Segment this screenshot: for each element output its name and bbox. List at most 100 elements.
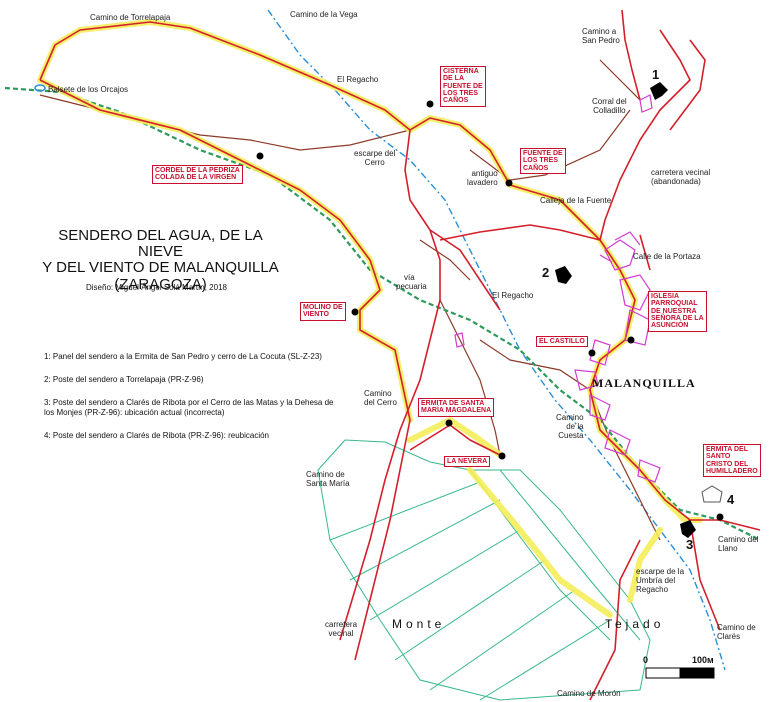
poi-text: CORDEL DE LA PEDRIZA (155, 167, 240, 174)
poi-dots (256, 100, 724, 521)
legend-item-3: 3: Poste del sendero a Clarés de Ribota … (44, 398, 334, 417)
marker-2: 2 (542, 265, 550, 280)
label-line: Camino de (717, 623, 756, 632)
poi-text: HUMILLADERO (706, 468, 758, 476)
label-line: Umbría del (636, 575, 676, 585)
author-credit: Diseño: Miguel Ángel Solá Martín, 2018 (86, 283, 227, 292)
poi-text: LOS TRES (443, 90, 479, 98)
title-line-3: (ZARAGOZA) (114, 275, 207, 293)
el-regacho-stream (267, 9, 726, 671)
label-line: carretera (325, 620, 358, 629)
label-line: Corral del (592, 97, 627, 106)
label-antiguo-lavadero: antiguo lavadero (467, 169, 498, 188)
label-calle-portaza: Calle de la Portaza (633, 252, 701, 261)
label-line: de la (566, 421, 584, 431)
label-camino-santa-maria: Camino de Santa María (306, 470, 350, 489)
label-camino-cuesta: Camino de la Cuesta (556, 413, 584, 440)
poi-text: MARÍA MAGDALENA (421, 407, 492, 415)
poi-text: DE LA (443, 75, 464, 83)
area-label-monte: Monte (392, 617, 446, 631)
poi-text: SEÑORA DE LA (651, 315, 704, 323)
poi-text: LA NEVERA (447, 458, 488, 465)
label-line: Regacho (636, 584, 669, 594)
marker-3: 3 (686, 537, 694, 552)
label-via-pecuaria: vía pecuaria (396, 273, 427, 292)
poi-molino: MOLINO DE VIENTO (300, 302, 346, 321)
label-escarpe-umbria: escarpe de la Umbría del Regacho (636, 567, 684, 594)
balsete-pond (34, 84, 46, 92)
label-line: Camino de (306, 470, 345, 479)
humilladero-icon (701, 485, 723, 503)
scale-bar (645, 667, 715, 679)
poi-fuente-tres-canos: FUENTE DE LOS TRES CAÑOS (520, 148, 566, 175)
label-line: Camino (556, 413, 584, 422)
label-line: Cuesta (558, 430, 584, 440)
poi-text: MOLINO DE (303, 304, 343, 311)
town-name: MALANQUILLA (592, 376, 696, 390)
label-line: Llano (718, 543, 738, 553)
poi-text: FUENTE DE (443, 82, 483, 90)
field-parcels (317, 439, 651, 701)
poi-text: CRISTO DEL (706, 460, 749, 468)
label-carretera-vecinal: carretera vecinal (325, 620, 358, 639)
label-line: Camino del (718, 535, 759, 544)
label-line: vecinal (328, 628, 354, 638)
poi-text: CISTERNA (443, 68, 479, 75)
poi-nevera: LA NEVERA (444, 456, 491, 468)
label-escarpe-cerro: escarpe del Cerro (354, 149, 395, 168)
poi-text: COLADA DE LA VIRGEN (155, 174, 237, 182)
label-regacho-center: El Regacho (492, 291, 534, 300)
roads (39, 9, 761, 701)
poi-text: IGLESIA (651, 293, 680, 300)
poi-text: CAÑOS (443, 97, 469, 105)
legend-item-2: 2: Poste del sendero a Torrelapaja (PR-Z… (44, 375, 204, 384)
poi-text: VIENTO (303, 311, 329, 319)
poi-text: ASUNCIÓN (651, 322, 689, 330)
label-regacho-north: El Regacho (337, 75, 379, 84)
label-camino-llano: Camino del Llano (718, 535, 759, 554)
title-line-1: SENDERO DEL AGUA, DE LA NIEVE (58, 227, 263, 261)
poi-ermita-humilladero: ERMITA DEL SANTO CRISTO DEL HUMILLADERO (703, 444, 761, 478)
label-line: del Cerro (364, 397, 397, 407)
paths (39, 59, 661, 541)
map-title: SENDERO DEL AGUA, DE LA NIEVE Y DEL VIEN… (38, 227, 283, 293)
poi-text: LOS TRES (523, 157, 559, 165)
poi-text: FUENTE DE (523, 150, 563, 157)
label-corral: Corral del Colladillo (592, 97, 627, 116)
legend: 1: Panel del sendero a la Ermita de San … (44, 352, 344, 454)
label-line: Camino a (582, 27, 617, 36)
poi-iglesia: IGLESIA PARROQUIAL DE NUESTRA SEÑORA DE … (648, 291, 707, 332)
poi-cisterna: CISTERNA DE LA FUENTE DE LOS TRES CAÑOS (440, 66, 486, 107)
label-line: pecuaria (396, 281, 427, 291)
cattle-route (4, 86, 761, 541)
label-line: Clarés (717, 631, 741, 641)
label-line: (abandonada) (651, 176, 701, 186)
poi-ermita-magdalena: ERMITA DE SANTA MARÍA MAGDALENA (418, 398, 495, 417)
area-label-tejado: Tejado (605, 617, 665, 631)
legend-item-1: 1: Panel del sendero a la Ermita de San … (44, 352, 322, 361)
label-balsete: Balsete de los Orcajos (48, 85, 129, 94)
label-camino-san-pedro: Camino a San Pedro (582, 27, 620, 46)
poi-text: SANTO (706, 453, 731, 461)
marker-1: 1 (652, 67, 660, 82)
label-line: San Pedro (582, 35, 620, 45)
label-camino-vega: Camino de la Vega (290, 10, 358, 19)
title-line-2: Y DEL VIENTO DE MALANQUILLA (42, 259, 279, 277)
poi-text: ERMITA DEL (706, 446, 748, 453)
poi-text: EL CASTILLO (539, 338, 585, 345)
label-line: Cerro (364, 157, 385, 167)
label-line: Santa María (306, 478, 350, 488)
label-line: carretera vecinal (651, 168, 711, 177)
label-camino-clares: Camino de Clarés (717, 623, 756, 642)
label-calleja: Calleja de la Fuente (540, 196, 612, 205)
poi-text: DE NUESTRA (651, 307, 697, 315)
marker-4: 4 (727, 492, 735, 507)
label-carretera-abandonada: carretera vecinal (abandonada) (651, 168, 711, 187)
scale-zero-label: 0 (643, 655, 649, 665)
poi-castillo: EL CASTILLO (536, 336, 588, 348)
poi-text: ERMITA DE SANTA (421, 400, 485, 407)
label-line: antiguo (471, 169, 498, 178)
label-camino-moron: Camino de Morón (557, 689, 621, 698)
label-line: Camino (364, 389, 392, 398)
